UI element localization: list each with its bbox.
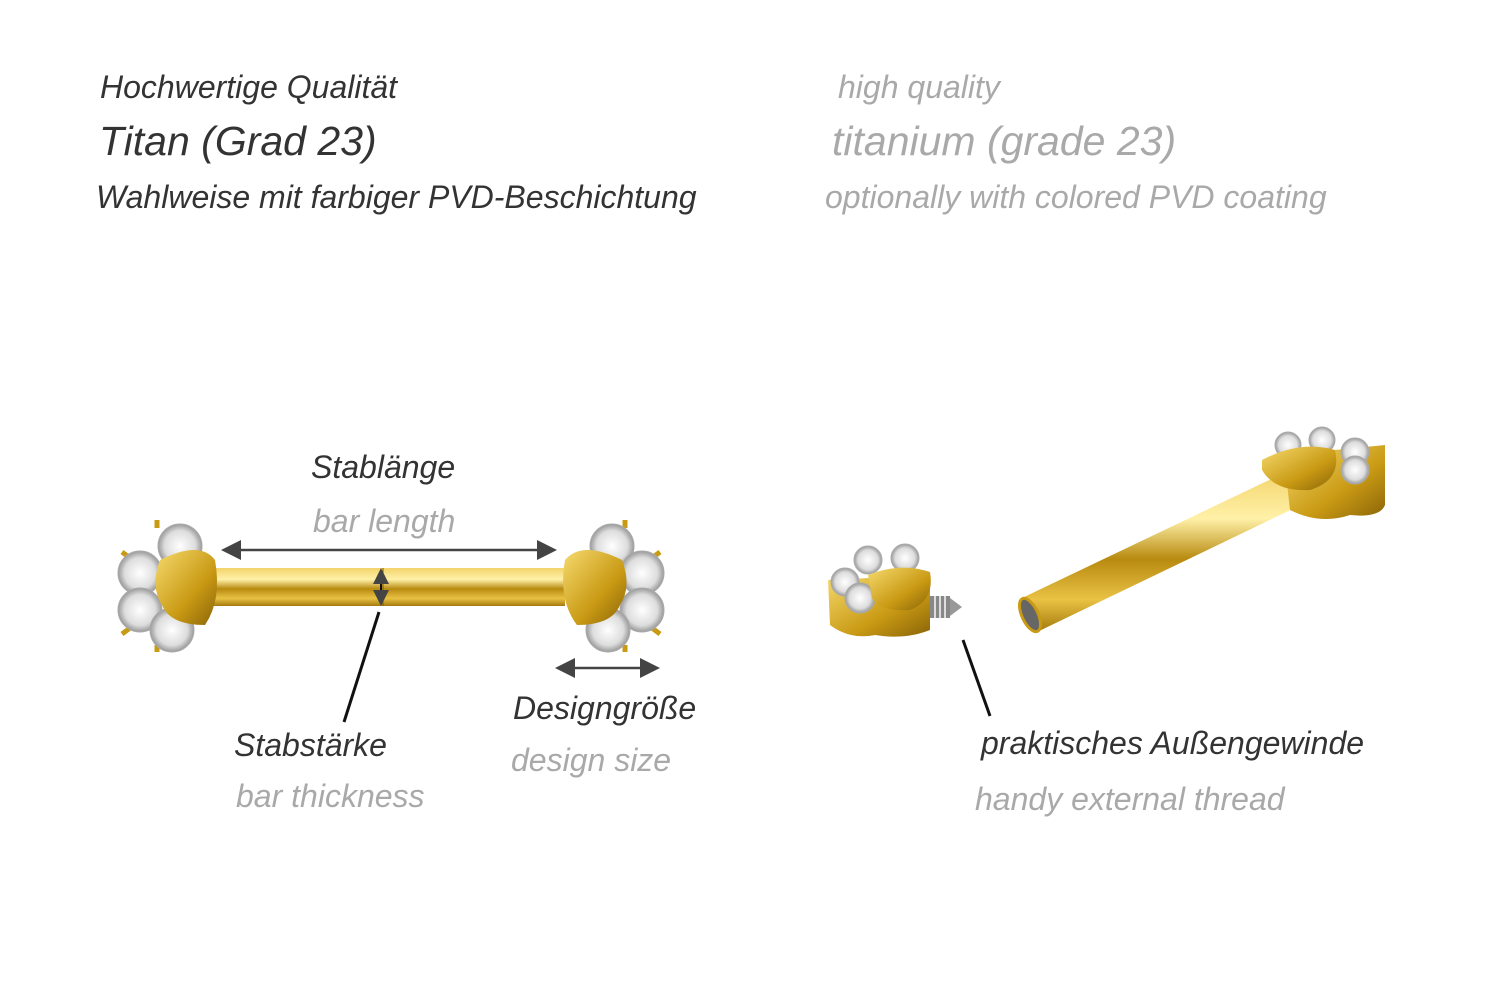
thread-label-de: praktisches Außengewinde — [981, 725, 1365, 761]
bar-length-label-de: Stablänge — [311, 449, 456, 485]
coating-de: Wahlweise mit farbiger PVD-Beschichtung — [96, 179, 697, 215]
material-de: Titan (Grad 23) — [99, 118, 377, 164]
detached-paw-head — [828, 543, 962, 637]
bar-thickness-pointer — [342, 611, 381, 723]
bar-length-label-en: bar length — [313, 503, 456, 539]
barbell-exploded-view — [828, 426, 1385, 637]
right-paw-ornament — [563, 520, 665, 653]
left-paw-ornament — [117, 520, 218, 653]
bar-with-fixed-head — [1017, 426, 1385, 634]
barbell-front-view — [117, 520, 665, 653]
external-thread-pin — [930, 596, 962, 618]
bar-thickness-label-en: bar thickness — [236, 778, 425, 814]
thread-label-en: handy external thread — [975, 781, 1285, 817]
quality-de: Hochwertige Qualität — [100, 69, 398, 105]
thread-pointer — [961, 639, 992, 717]
quality-en: high quality — [838, 69, 1000, 105]
design-size-label-de: Designgröße — [513, 690, 697, 726]
design-size-label-en: design size — [511, 742, 672, 778]
coating-en: optionally with colored PVD coating — [825, 179, 1327, 215]
bar-thickness-label-de: Stabstärke — [234, 727, 387, 763]
material-en: titanium (grade 23) — [832, 118, 1177, 164]
